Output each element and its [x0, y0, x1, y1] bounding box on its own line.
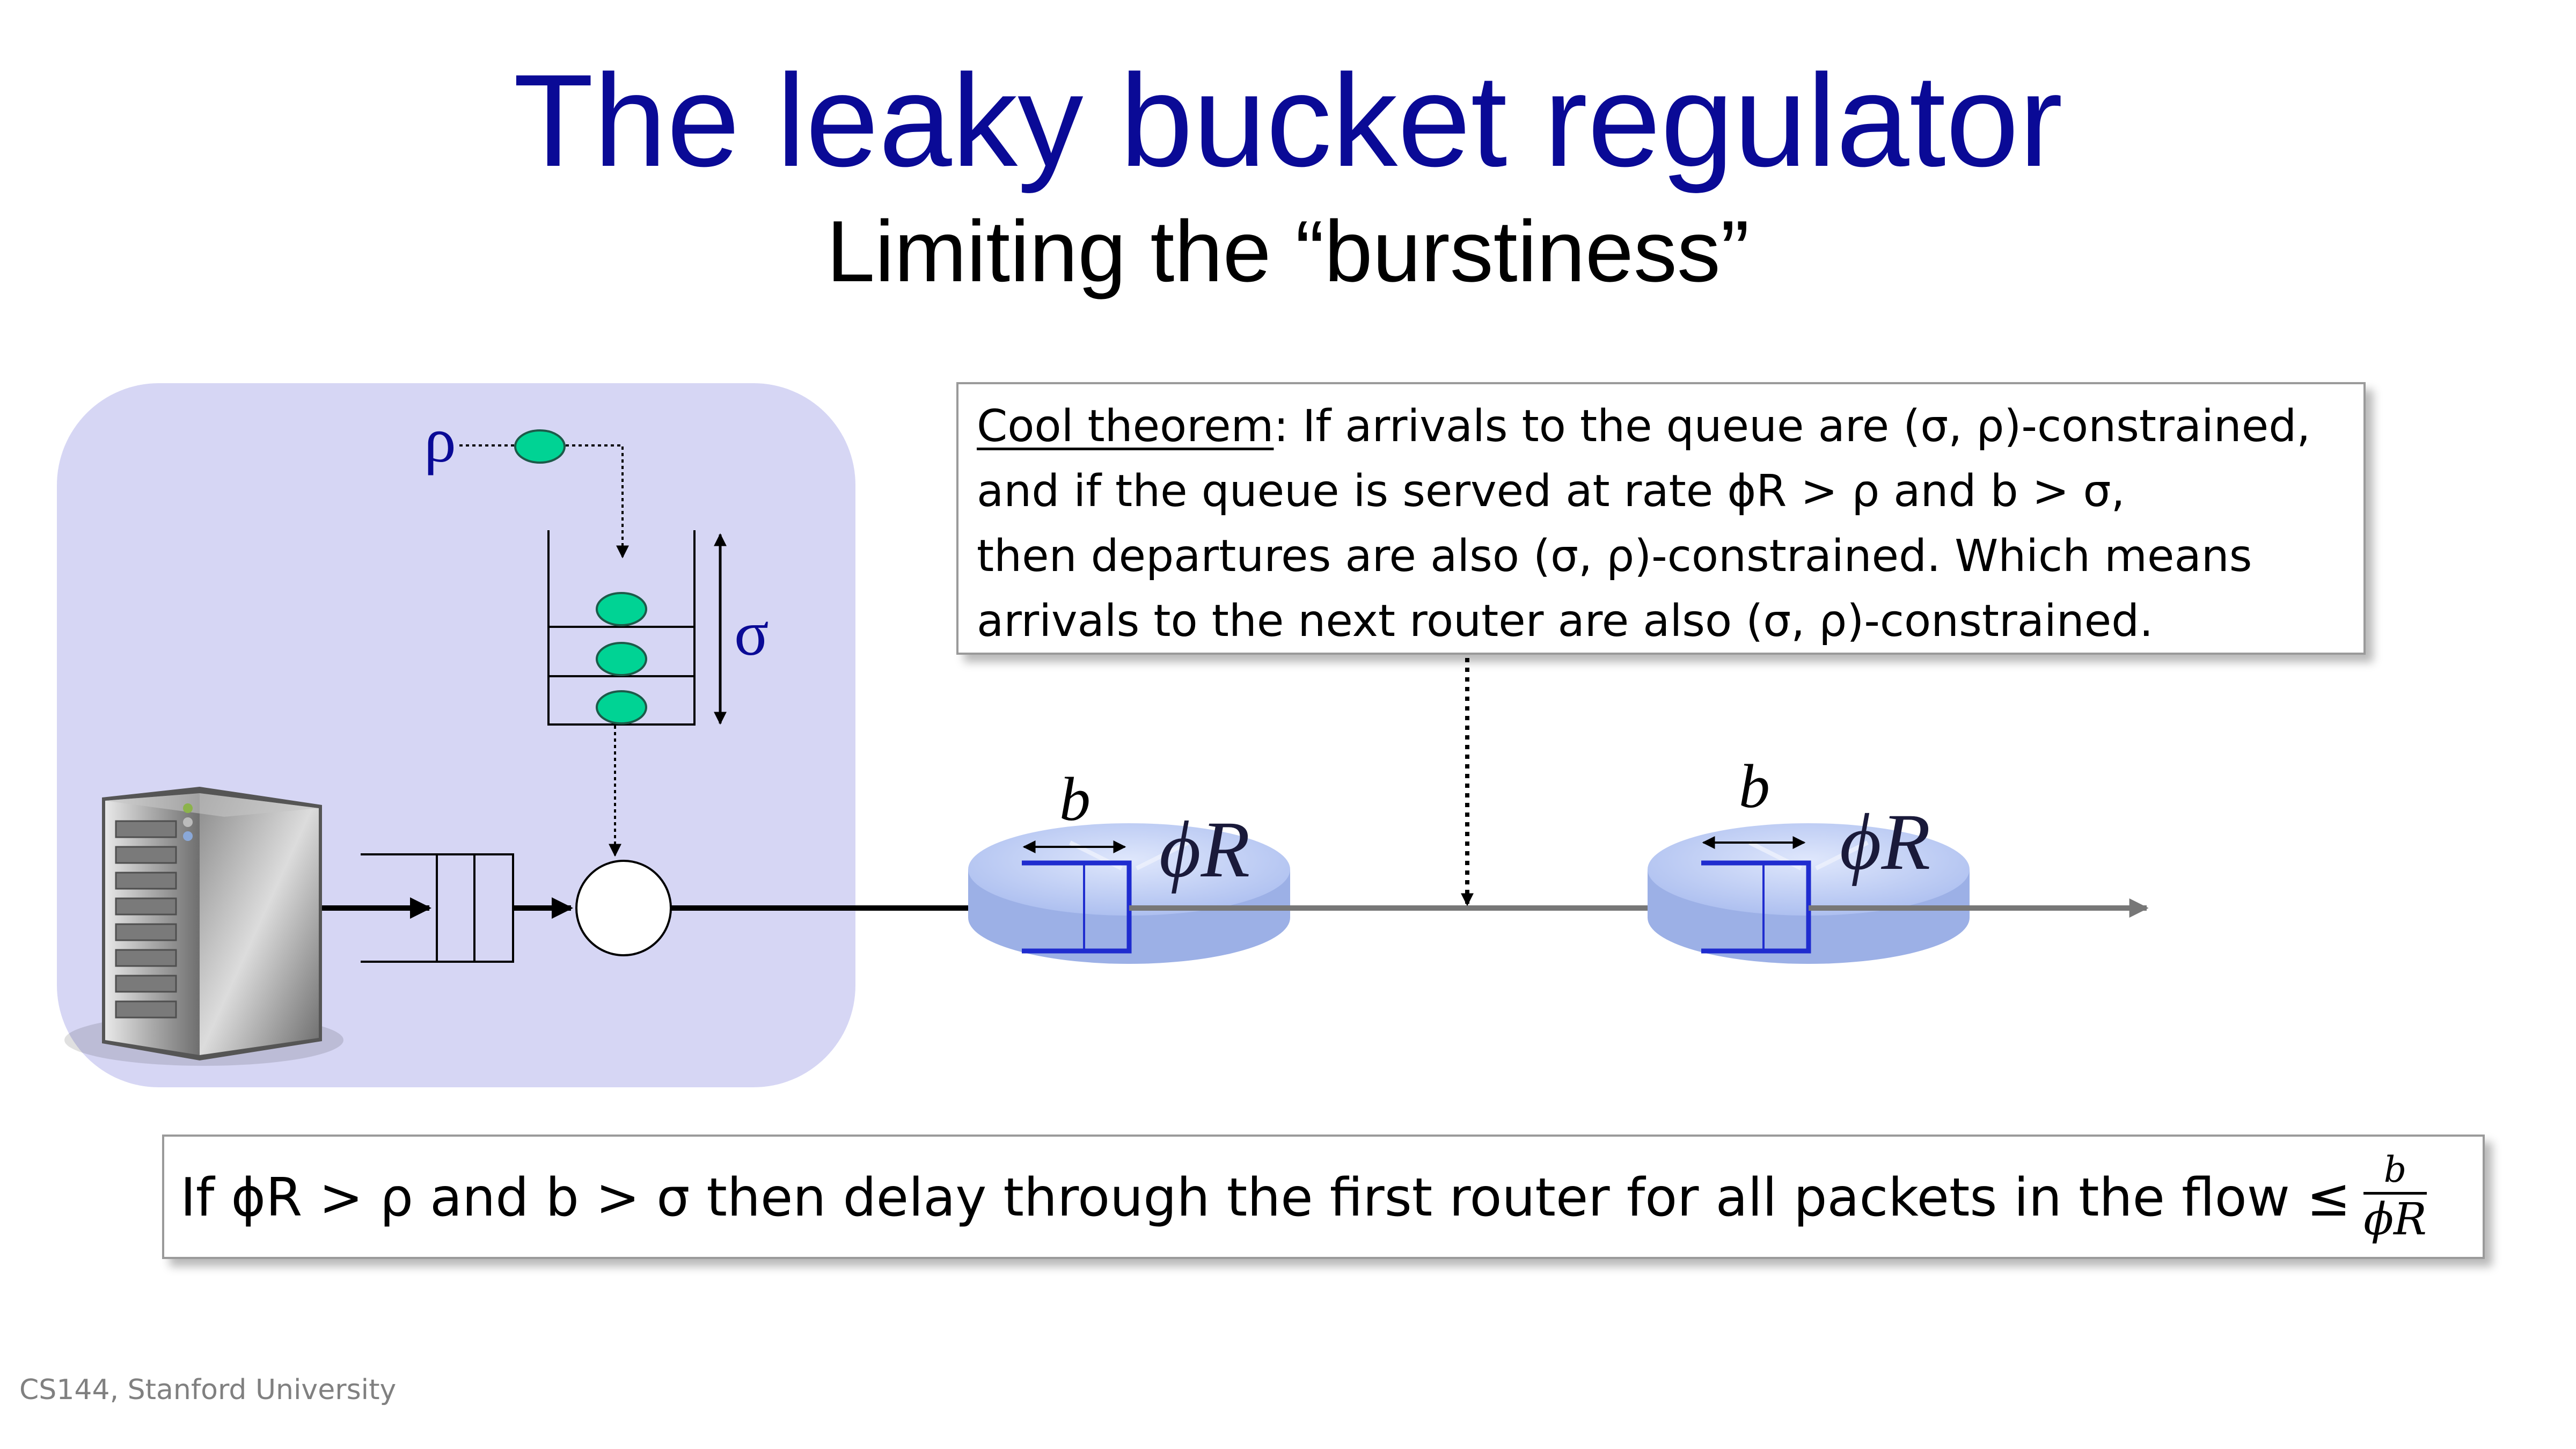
bucket-token: [596, 690, 647, 724]
theorem-line-2: and if the queue is served at rate ϕR > …: [977, 466, 2125, 517]
server-icon: [64, 787, 343, 1066]
slide-title: The leaky bucket regulator: [513, 47, 2063, 194]
theorem-heading: Cool theorem: [977, 401, 1274, 452]
token-drop-arrow: [566, 444, 629, 559]
token: [514, 429, 566, 464]
sigma-label: σ: [734, 597, 769, 669]
theorem-line-1-text: : If arrivals to the queue are (σ, ρ)-co…: [1274, 401, 2311, 452]
theorem-line-1: Cool theorem: If arrivals to the queue a…: [977, 394, 2363, 459]
delay-bound-box: If ϕR > ρ and b > σ then delay through t…: [162, 1135, 2485, 1259]
theorem-box: Cool theorem: If arrivals to the queue a…: [956, 382, 2366, 655]
router1-buffer-label: b: [1059, 765, 1091, 834]
router2-rate-label: ϕR: [1840, 797, 1931, 887]
regulator-server: [575, 860, 672, 956]
footer-credit: CS144, Stanford University: [19, 1374, 397, 1406]
bucket-token: [596, 592, 647, 626]
router2-buffer-label: b: [1739, 752, 1770, 821]
router1-rate-label: ϕR: [1159, 805, 1250, 894]
fraction-numerator: b: [2363, 1152, 2427, 1195]
bucket-token: [596, 642, 647, 676]
delay-bound-text: If ϕR > ρ and b > σ then delay through t…: [180, 1167, 2351, 1228]
theorem-line-4: arrivals to the next router are also (σ,…: [977, 596, 2154, 647]
rho-label: ρ: [424, 404, 456, 475]
slide-subtitle: Limiting the “burstiness”: [826, 203, 1750, 300]
fraction-denominator: ϕR: [2363, 1194, 2427, 1245]
theorem-line-3: then departures are also (σ, ρ)-constrai…: [977, 531, 2252, 582]
